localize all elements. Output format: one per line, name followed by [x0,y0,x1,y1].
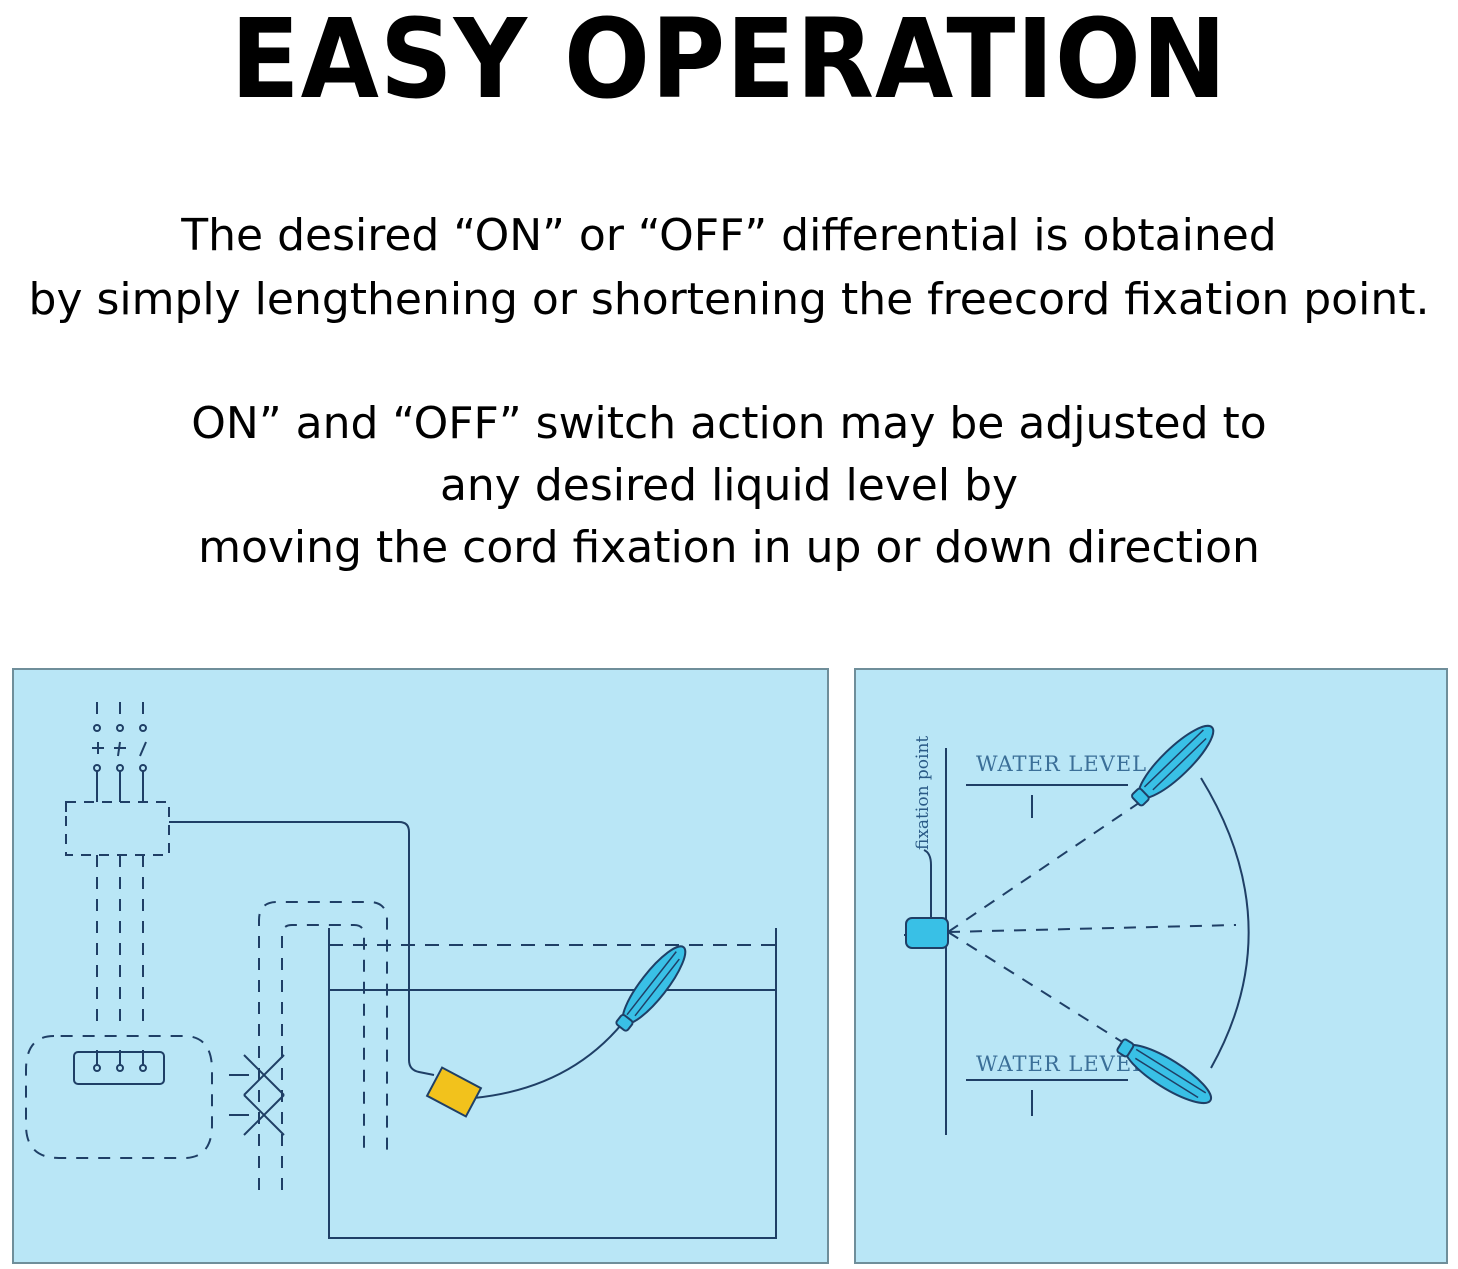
signal-wire [169,821,435,1076]
float-lower [1116,1038,1213,1105]
page-title: EASY OPERATION [230,0,1228,123]
float-upper [1131,724,1215,807]
pump-tank-diagram [12,668,829,1264]
differential-line-1: The desired “ON” or “OFF” differential i… [181,210,1277,261]
swing-arc [1200,777,1250,1069]
switch-box [425,1066,483,1118]
adjustment-line-1: ON” and “OFF” switch action may be adjus… [191,398,1267,449]
water-level-bottom-label: WATER LEVEL [976,1052,1147,1076]
adjustment-line-3: moving the cord fixation in up or down d… [198,522,1260,573]
pump-housing [25,1035,213,1159]
float-ball [615,945,687,1032]
fixation-point-label: fixation point [913,736,933,850]
motor-wires [96,855,144,1030]
tank-wall [328,928,777,1239]
float-swing-diagram: fixation point WATER LEVEL WATER LEVEL [854,668,1448,1264]
float-swing-svg: fixation point WATER LEVEL WATER LEVEL [904,724,1250,1135]
differential-description: The desired “ON” or “OFF” differential i… [0,214,1458,342]
pump-tank-svg [25,702,777,1239]
discharge-pipe [258,901,388,1190]
float-cord [473,1014,630,1099]
contactor-box [65,801,170,856]
water-level-top-label: WATER LEVEL [976,752,1147,776]
check-valve [229,1054,285,1136]
differential-line-2: by simply lengthening or shortening the … [28,274,1430,325]
swing-line-up [947,787,1162,933]
swing-line-mid [947,924,1237,933]
fixation-clamp [905,917,949,949]
level-adjustment-description: ON” and “OFF” switch action may be adjus… [0,402,1458,588]
swing-line-down [947,931,1155,1063]
adjustment-line-2: any desired liquid level by [439,460,1019,511]
supply-terminals [92,702,147,802]
